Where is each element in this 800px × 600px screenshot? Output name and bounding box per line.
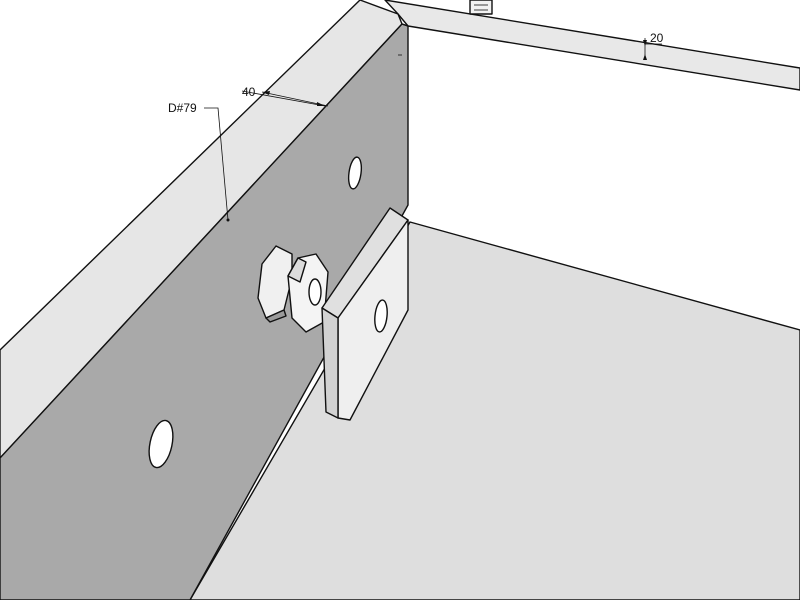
base-board	[189, 221, 800, 600]
panel-hole-lower	[148, 419, 174, 469]
nut-bore	[308, 278, 322, 306]
panel-hole-upper	[347, 156, 363, 190]
bracket-hole	[374, 299, 388, 333]
back-wall	[384, 0, 800, 200]
part-label-leader: D#79	[168, 101, 230, 222]
back-wall-tab	[469, 0, 493, 15]
hex-nut-back	[257, 245, 293, 323]
bracket-plate	[321, 207, 409, 421]
width-dimension: 40	[241, 85, 329, 107]
thickness-dimension-value: 20	[650, 31, 664, 45]
width-dimension-value: 40	[242, 85, 256, 99]
side-panel-top-face	[0, 0, 403, 459]
hex-nut-front	[287, 253, 329, 333]
part-label: D#79	[168, 101, 197, 115]
thickness-dimension: 20	[643, 31, 664, 60]
